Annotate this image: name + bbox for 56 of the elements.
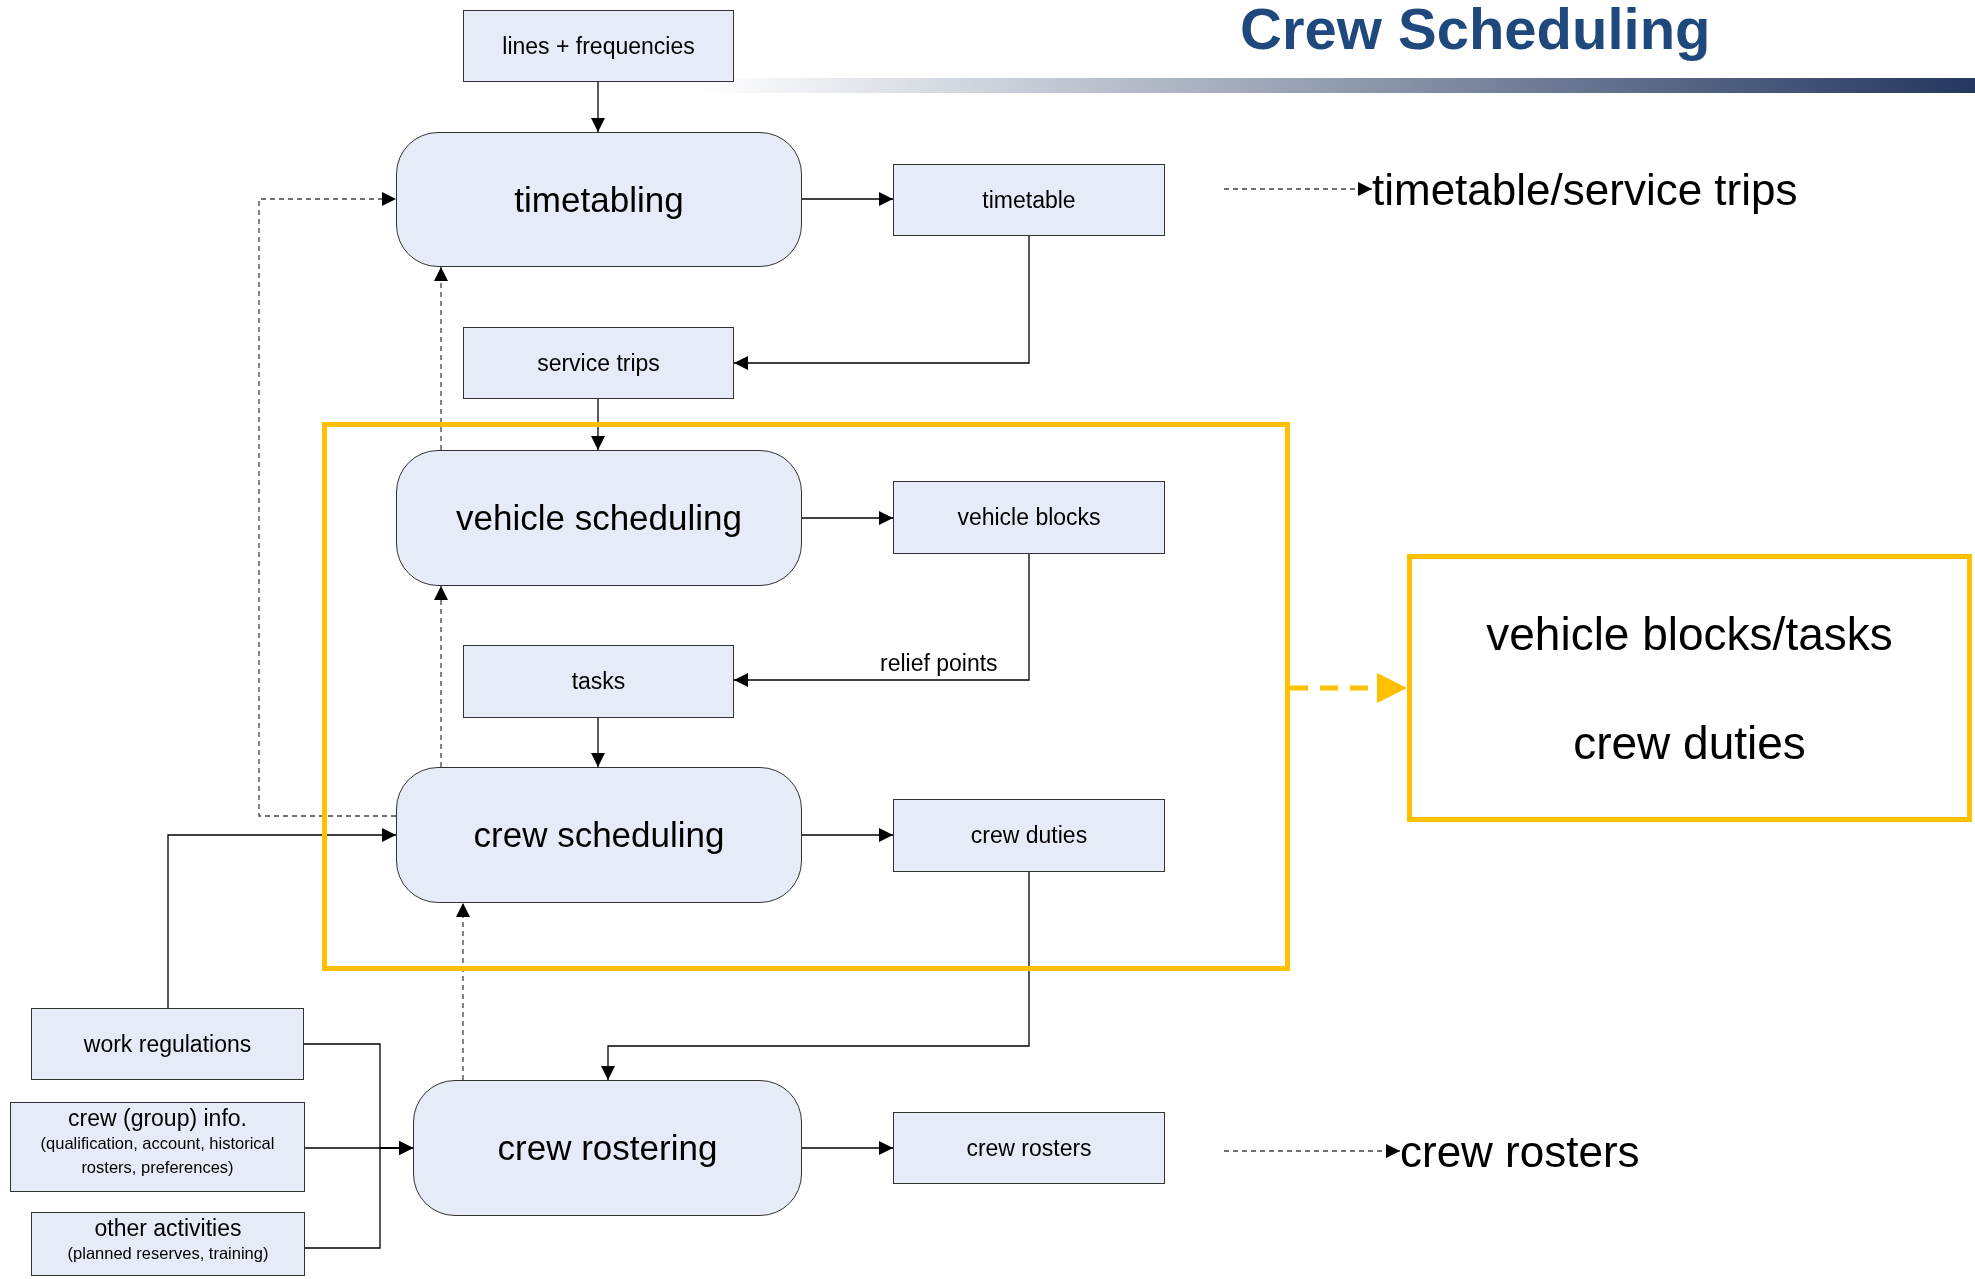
arrow [733, 553, 1030, 687]
process-box [396, 132, 802, 267]
arrow [801, 1141, 894, 1155]
process-box [413, 1080, 802, 1216]
data-box [463, 327, 734, 399]
data-box [463, 10, 734, 82]
arrow [801, 511, 894, 525]
arrow [591, 398, 605, 451]
dashed-arrow [434, 266, 448, 451]
box-label: work regulations [83, 1030, 252, 1058]
data-box [893, 799, 1165, 872]
box-label: crew (group) info. [68, 1105, 247, 1132]
box-label: timetable [982, 186, 1076, 214]
arrow [167, 828, 397, 1009]
box-label: tasks [571, 668, 626, 695]
result-box [1407, 554, 1972, 822]
dashed-arrow [1223, 182, 1373, 196]
box-label: other activities [94, 1215, 242, 1242]
result-text: vehicle blocks/tasks [1486, 606, 1893, 661]
dashed-arrow [434, 585, 448, 768]
arrow [591, 717, 605, 768]
process-box [396, 767, 802, 903]
output-label: crew rosters [1400, 1122, 1700, 1182]
data-box [893, 481, 1165, 554]
highlight-frame [322, 422, 1290, 971]
arrow [733, 235, 1030, 370]
box-label: crew rosters [966, 1134, 1092, 1162]
dashed-arrow [1223, 1144, 1401, 1158]
box-label: service trips [537, 349, 660, 377]
output-label: timetable/service trips [1372, 160, 1892, 220]
process-box [396, 450, 802, 586]
result-text: crew duties [1573, 715, 1806, 770]
process-label: vehicle scheduling [456, 498, 742, 538]
process-label: timetabling [514, 179, 684, 220]
process-label: crew rostering [497, 1128, 718, 1168]
arrow [801, 192, 894, 206]
dashed-arrow [258, 192, 397, 817]
data-box [893, 164, 1165, 236]
arrow [801, 828, 894, 842]
input-box [31, 1212, 305, 1276]
data-box [31, 1008, 304, 1080]
box-label: vehicle blocks [957, 504, 1101, 531]
process-label: crew scheduling [473, 815, 725, 855]
detail-text: (planned reserves, training) [66, 1243, 270, 1264]
input-box [10, 1102, 305, 1192]
box-label: crew duties [970, 822, 1088, 849]
dashed-arrow [1290, 673, 1407, 703]
dashed-arrow [456, 902, 470, 1081]
arrow [601, 871, 1030, 1081]
arrow [591, 81, 605, 133]
data-box [463, 645, 734, 718]
data-box [893, 1112, 1165, 1184]
edge-label: relief points [878, 650, 1000, 677]
arrow [304, 1141, 414, 1249]
detail-text: (qualification, account, historical rosters, preferences) [39, 1133, 276, 1178]
box-label: lines + frequencies [502, 32, 695, 60]
